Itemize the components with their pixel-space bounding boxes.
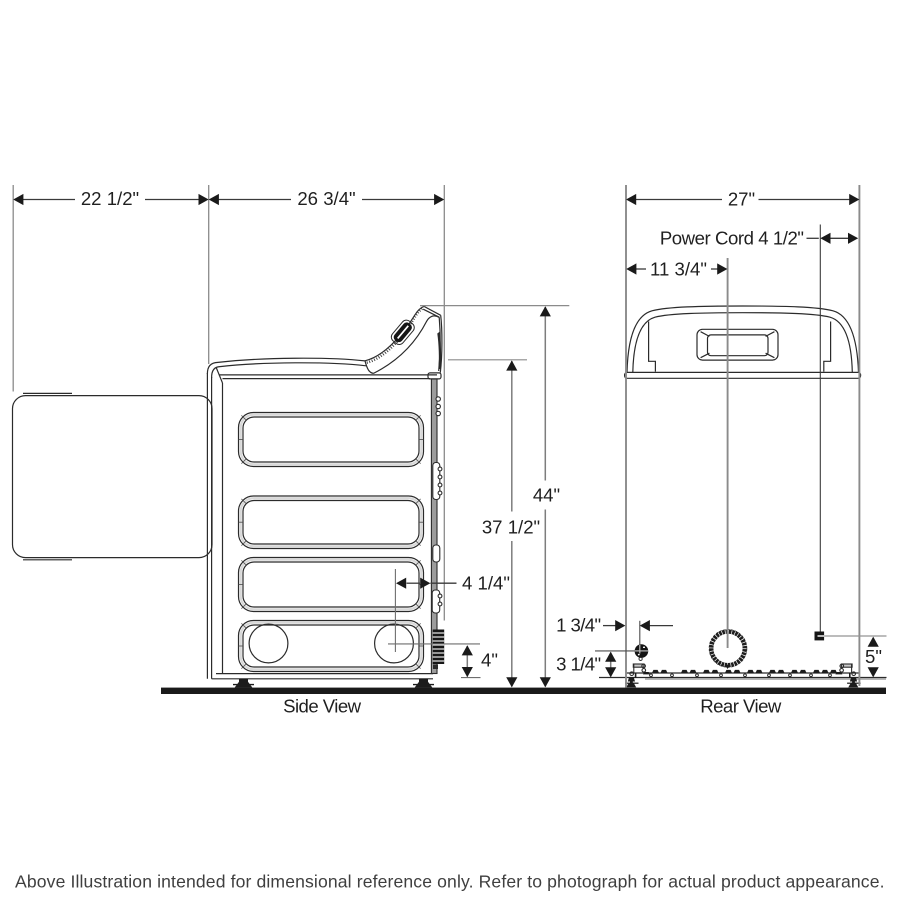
svg-text:37 1/2": 37 1/2" [482, 517, 540, 538]
svg-text:11 3/4": 11 3/4" [650, 259, 707, 280]
svg-text:26 3/4": 26 3/4" [297, 188, 355, 209]
svg-text:Above Illustration intended fo: Above Illustration intended for dimensio… [15, 872, 885, 892]
svg-text:5": 5" [865, 646, 882, 667]
svg-text:22 1/2": 22 1/2" [81, 188, 139, 209]
svg-text:3 1/4": 3 1/4" [556, 654, 600, 675]
svg-text:4 1/4": 4 1/4" [462, 573, 510, 594]
svg-text:Rear View: Rear View [700, 696, 782, 717]
svg-text:44": 44" [533, 485, 560, 506]
svg-text:Power Cord 4 1/2": Power Cord 4 1/2" [660, 227, 804, 248]
svg-text:Side View: Side View [283, 696, 362, 717]
svg-text:4": 4" [481, 650, 498, 671]
svg-text:1 3/4": 1 3/4" [556, 615, 600, 636]
svg-text:27": 27" [728, 189, 755, 210]
